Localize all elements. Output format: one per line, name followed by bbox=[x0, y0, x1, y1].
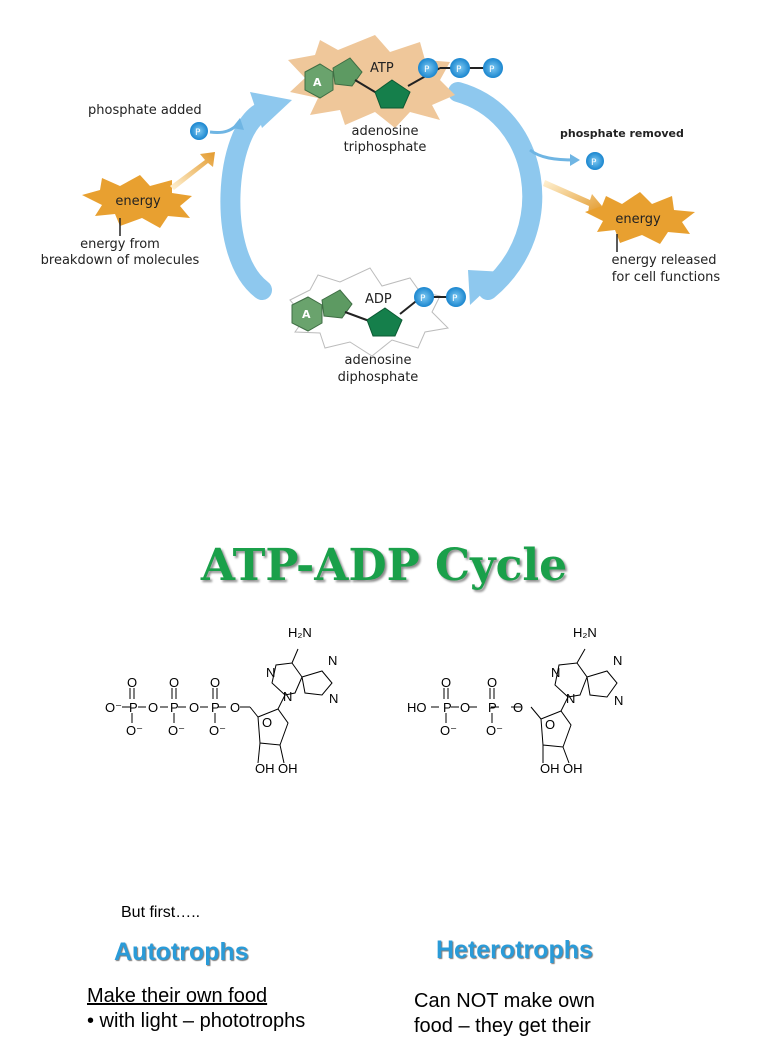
atp-ring-o: O bbox=[262, 715, 272, 730]
energy-in-starburst bbox=[82, 175, 192, 228]
atp-o-top-2: O bbox=[169, 675, 179, 690]
adp-adenine-ring2 bbox=[321, 289, 353, 319]
adp-adenine-letter: A bbox=[302, 308, 311, 321]
autotrophs-heading: Autotrophs bbox=[114, 938, 249, 966]
atp-o-minus-3: O⁻ bbox=[209, 723, 226, 738]
intro-text: But first….. bbox=[121, 904, 201, 921]
removed-phosphate-arrow bbox=[529, 148, 576, 162]
atp-name-line1: adenosine bbox=[351, 124, 418, 139]
atp-p1-letter: P bbox=[424, 65, 430, 75]
atp-p2-letter: P bbox=[456, 65, 462, 75]
adp-starburst bbox=[289, 267, 450, 357]
adp-n-2: N bbox=[551, 665, 560, 680]
energy-in-label: energy bbox=[115, 194, 161, 209]
adp-name-line1: adenosine bbox=[344, 353, 411, 368]
adp-nh2: H₂N bbox=[573, 625, 597, 640]
autotrophs-line-1: Make their own food bbox=[87, 985, 268, 1007]
atp-phosphate-1 bbox=[418, 58, 438, 78]
energy-in-arrow bbox=[170, 152, 215, 190]
removed-phosphate-icon bbox=[586, 152, 604, 170]
atp-o-bridge-3: O bbox=[230, 700, 240, 715]
atp-structure: O⁻ P O P O P O O O O O⁻ O⁻ O⁻ O N N N N … bbox=[105, 625, 338, 776]
atp-adenine-letter: A bbox=[313, 76, 322, 89]
atp-o-bridge-2: O bbox=[189, 700, 199, 715]
heterotrophs-heading: Heterotrophs bbox=[436, 936, 593, 964]
adp-o-top-2: O bbox=[487, 675, 497, 690]
atp-adp-cycle-diagram: A ATP P P P adenosine triphosphate A ADP… bbox=[41, 35, 721, 385]
atp-phosphate-2 bbox=[450, 58, 470, 78]
adp-structure: HO P O P O O O O⁻ O⁻ O N N N N H₂N OH OH bbox=[407, 625, 623, 776]
adp-o-top-1: O bbox=[441, 675, 451, 690]
adp-phosphate-2 bbox=[446, 287, 466, 307]
atp-starburst bbox=[288, 35, 455, 128]
autotrophs-line-2: • with light – phototrophs bbox=[87, 1010, 306, 1032]
adp-ring-o: O bbox=[545, 717, 555, 732]
atp-oh-2: OH bbox=[278, 761, 298, 776]
atp-p-2: P bbox=[170, 700, 179, 715]
atp-name-line2: triphosphate bbox=[344, 140, 427, 155]
atp-o-top-3: O bbox=[210, 675, 220, 690]
atp-o-minus-1: O⁻ bbox=[126, 723, 143, 738]
atp-oh-1: OH bbox=[255, 761, 275, 776]
cycle-arrowhead-left bbox=[250, 92, 292, 128]
adp-o-bridge-1: O bbox=[460, 700, 470, 715]
energy-from-line1: energy from bbox=[80, 237, 160, 252]
adp-phosphate-1 bbox=[414, 287, 434, 307]
adp-p2-letter: P bbox=[452, 294, 458, 304]
removed-arrowhead bbox=[570, 154, 580, 166]
added-phosphate-icon bbox=[190, 122, 208, 140]
atp-label: ATP bbox=[370, 61, 394, 76]
adp-oh-1: OH bbox=[540, 761, 560, 776]
atp-nh2: H₂N bbox=[288, 625, 312, 640]
atp-n-3: N bbox=[328, 653, 337, 668]
removed-p-letter: P bbox=[591, 158, 597, 168]
adp-name-line2: diphosphate bbox=[338, 370, 419, 385]
atp-p-3: P bbox=[211, 700, 220, 715]
adp-label: ADP bbox=[365, 292, 392, 307]
atp-p-1: P bbox=[129, 700, 138, 715]
adp-n-1: N bbox=[566, 691, 575, 706]
atp-n-2: N bbox=[266, 665, 275, 680]
atp-phosphate-3 bbox=[483, 58, 503, 78]
atp-n-4: N bbox=[329, 691, 338, 706]
energy-released-line2: for cell functions bbox=[612, 270, 721, 285]
atp-ribose-shape bbox=[374, 79, 411, 109]
atp-n-1: N bbox=[283, 689, 292, 704]
energy-out-starburst bbox=[585, 192, 695, 244]
cycle-arrow-left bbox=[220, 102, 272, 300]
atp-adenine-shape bbox=[304, 63, 334, 99]
cycle-arrowhead-right bbox=[468, 270, 505, 305]
heterotrophs-line-2: food – they get their bbox=[414, 1015, 591, 1037]
adp-n-3: N bbox=[613, 653, 622, 668]
page-title: ATP-ADP Cycle bbox=[200, 540, 568, 591]
phosphate-added-label: phosphate added bbox=[88, 103, 202, 118]
energy-out-label: energy bbox=[615, 212, 661, 227]
energy-from-line2: breakdown of molecules bbox=[41, 253, 200, 268]
adp-o-minus-1: O⁻ bbox=[440, 723, 457, 738]
atp-o-minus-2: O⁻ bbox=[168, 723, 185, 738]
adp-ho: HO bbox=[407, 700, 427, 715]
adp-adenine-shape bbox=[291, 296, 323, 332]
adp-o-bridge-2: O bbox=[513, 700, 523, 715]
heterotrophs-line-1: Can NOT make own bbox=[414, 990, 595, 1012]
atp-adenine-ring2 bbox=[332, 57, 363, 87]
energy-released-line1: energy released bbox=[611, 253, 716, 268]
adp-p-1: P bbox=[443, 700, 452, 715]
cycle-arrow-right bbox=[448, 82, 543, 300]
adp-p1-letter: P bbox=[420, 294, 426, 304]
phosphate-removed-label: phosphate removed bbox=[560, 127, 684, 140]
added-arrowhead bbox=[232, 118, 244, 130]
added-p-letter: P bbox=[195, 128, 201, 138]
adp-ribose-shape bbox=[366, 307, 403, 337]
adp-oh-2: OH bbox=[563, 761, 583, 776]
adp-o-minus-2: O⁻ bbox=[486, 723, 503, 738]
atp-o-top-1: O bbox=[127, 675, 137, 690]
energy-out-arrow bbox=[543, 180, 602, 213]
atp-p3-letter: P bbox=[489, 65, 495, 75]
atp-o-bridge-1: O bbox=[148, 700, 158, 715]
atp-o-minus-left: O⁻ bbox=[105, 700, 122, 715]
adp-n-4: N bbox=[614, 693, 623, 708]
adp-p-2: P bbox=[488, 700, 497, 715]
